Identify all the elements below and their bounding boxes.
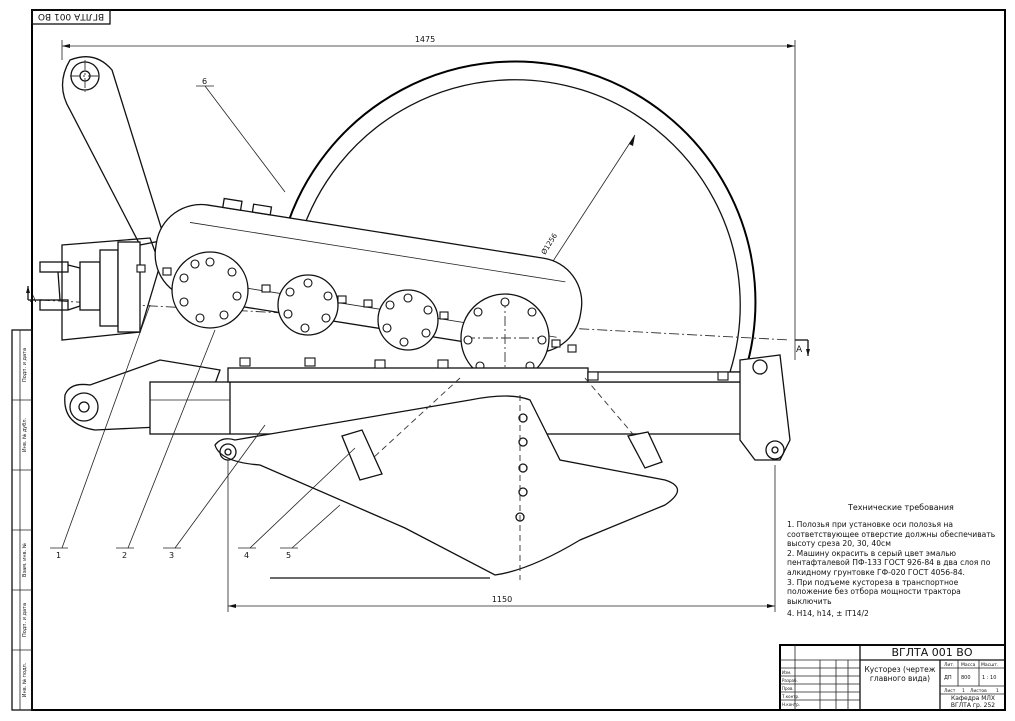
frame-top-plate	[227, 367, 589, 383]
tb-sheet-label: Лист	[944, 688, 956, 694]
requirement-4: 4. H14, h14, ± IT14/2	[787, 609, 869, 619]
code-rotated: ВГЛТА 001 ВО	[38, 11, 104, 21]
requirement-2: 2. Машину окрасить в серый цвет эмалью п…	[787, 548, 991, 577]
tb-sheets-no: 1	[996, 688, 999, 694]
tb-sheet-no: 1	[962, 688, 965, 694]
tb-scale: 1 : 10	[982, 675, 996, 681]
tb-mass: 800	[961, 675, 971, 681]
title-org: Кафедра МЛХ ВГЛТА гр. 252	[950, 695, 996, 709]
pos-6: 6	[202, 77, 207, 86]
pos-5: 5	[286, 551, 291, 560]
tb-row-3: Пров.	[782, 686, 794, 691]
requirement-3: 3. При подъеме кустореза в транспортное …	[787, 577, 961, 606]
bracket-right	[627, 431, 663, 469]
gear-2	[277, 274, 339, 336]
pos-2: 2	[122, 551, 127, 560]
strip-label-3: Взам. инв. №	[22, 542, 28, 577]
title-code: ВГЛТА 001 ВО	[892, 646, 973, 659]
tb-row-4: Т.контр.	[781, 694, 799, 699]
gear-4	[460, 293, 550, 383]
tb-row-5: Н.контр.	[782, 702, 800, 707]
tb-lit: ДП	[944, 675, 952, 681]
tb-row-1: Изм.	[782, 670, 791, 675]
strip-label-5: Инв. № подл.	[22, 662, 28, 697]
dim-disk-diameter: Ø1256	[540, 232, 559, 256]
disk-guard-outer	[284, 60, 757, 373]
right-bracket	[739, 354, 791, 461]
side-strip	[11, 329, 33, 711]
upper-link	[61, 56, 166, 246]
requirements-title: Технические требования	[848, 503, 954, 512]
tb-sheets-label: Листов	[970, 688, 987, 694]
strip-label-4: Подп. и дата	[22, 603, 28, 637]
requirement-1: 1. Полозья при установке оси полозья на …	[787, 520, 996, 549]
pos-3: 3	[169, 551, 174, 560]
dim-1150: 1150	[492, 595, 512, 604]
tb-header-scale: Масшт.	[981, 662, 998, 668]
code-box-top	[31, 9, 111, 25]
gear-3	[377, 289, 439, 351]
section-line	[39, 299, 791, 341]
title-block	[779, 644, 1006, 711]
pto-yoke-bottom	[39, 299, 69, 311]
runner-skid	[214, 395, 679, 576]
strip-label-1: Подп. и дата	[22, 348, 28, 382]
strip-label-2: Инв. № дубл.	[22, 417, 28, 452]
section-mark-left: А	[30, 295, 37, 305]
pos-1: 1	[56, 551, 61, 560]
bracket-left	[341, 429, 383, 481]
tb-row-2: Разраб.	[782, 678, 798, 683]
disk-guard-inner	[299, 79, 741, 373]
pto-yoke-top	[39, 261, 69, 273]
gearbox-flange	[99, 249, 119, 327]
section-mark-right: А	[796, 345, 803, 355]
tb-header-mass: Масса	[961, 662, 976, 668]
pos-4: 4	[244, 551, 249, 560]
dim-1475: 1475	[415, 35, 435, 44]
tb-header-lit: Лит.	[944, 662, 954, 668]
gear-1	[171, 251, 249, 329]
requirements-list: 1. Полозья при установке оси полозья на …	[787, 520, 1002, 619]
housing-bolts	[136, 264, 577, 353]
title-name: Кусторез (чертеж главного вида)	[864, 665, 936, 683]
